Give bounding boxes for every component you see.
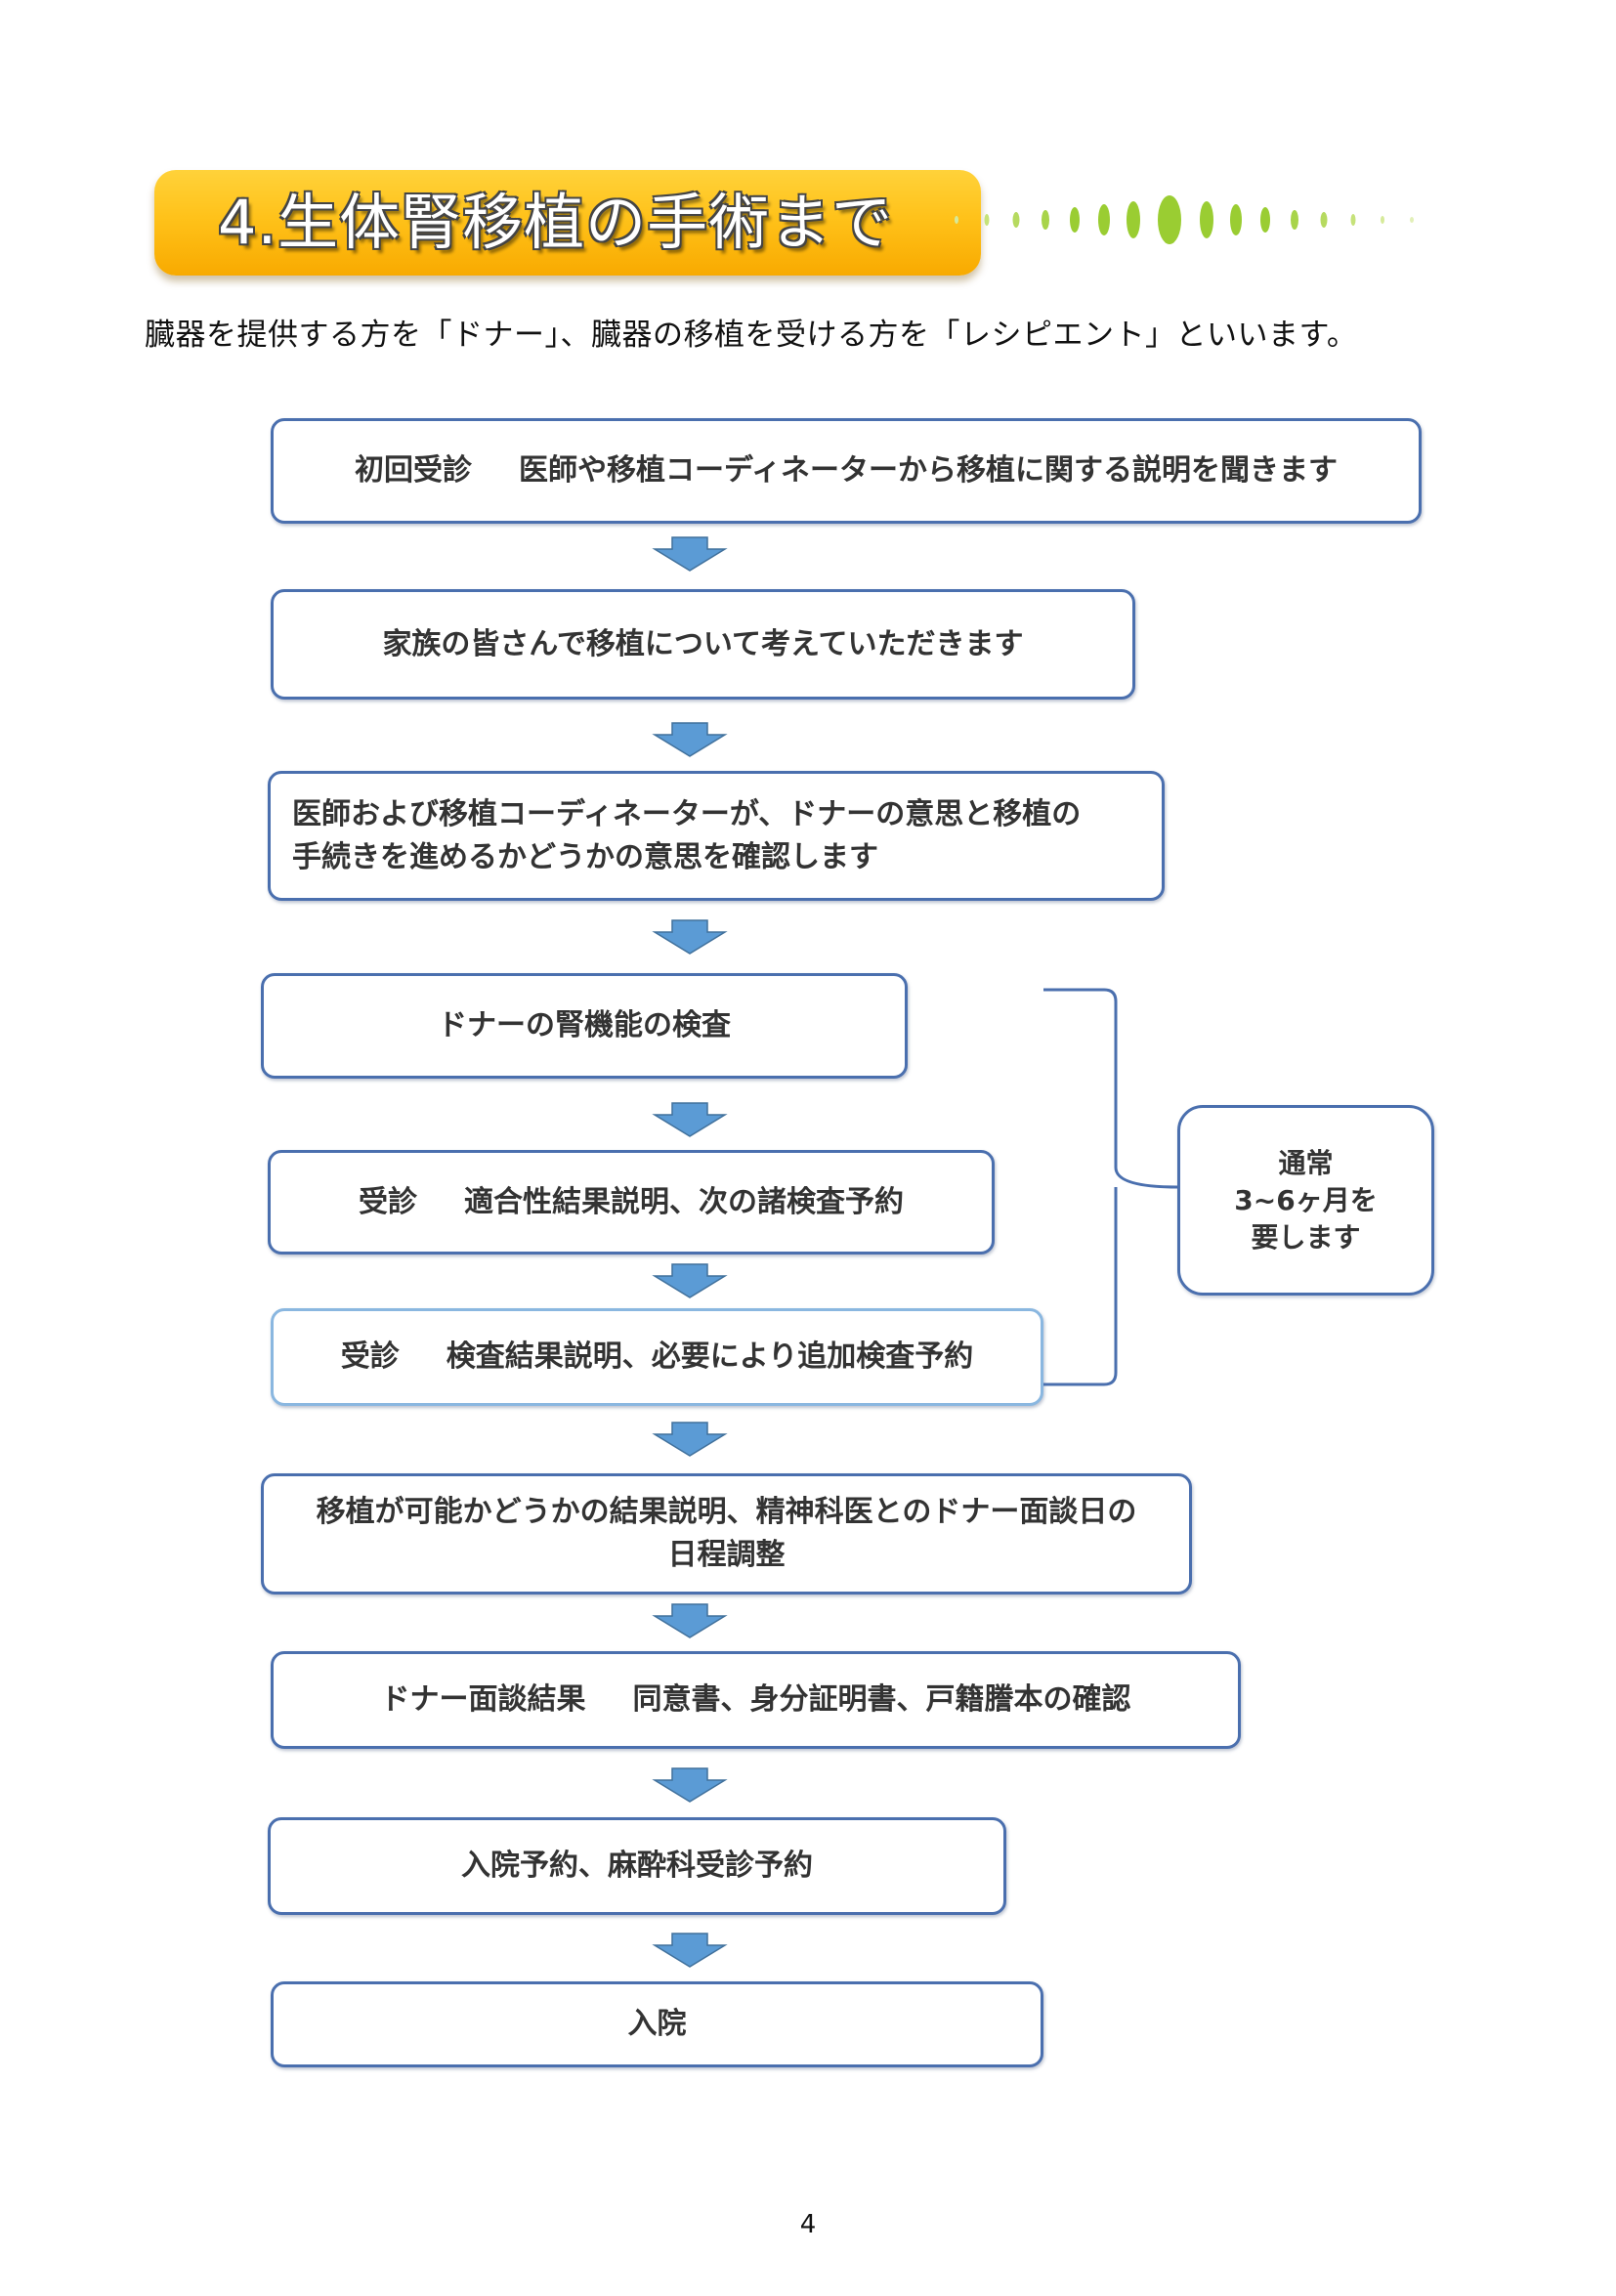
down-arrow-icon (652, 1422, 728, 1457)
down-arrow-icon (652, 1102, 728, 1137)
down-arrow-icon (652, 1603, 728, 1638)
note-line3: 要します (1251, 1220, 1361, 1254)
step-text: 家族の皆さんで移植について考えていただきます (382, 626, 1024, 661)
step-text-line2: 日程調整 (667, 1538, 786, 1572)
down-arrow-icon (652, 919, 728, 955)
step-text-line1: 医師および移植コーディネーターが、ドナーの意思と移植の (292, 796, 1082, 831)
down-arrow-icon (652, 722, 728, 757)
page-number: 4 (799, 2210, 817, 2239)
step-text: ドナーの腎機能の検査 (438, 1008, 731, 1042)
page-title: 4.生体腎移植の手術まで (218, 187, 894, 258)
step-interview-results: ドナー面談結果 同意書、身分証明書、戸籍謄本の確認 (271, 1651, 1241, 1749)
step-label: 初回受診 (355, 453, 473, 488)
duration-note: 通常 3~6ヶ月を 要します (1177, 1105, 1434, 1296)
step-admission: 入院 (271, 1981, 1043, 2067)
step-family-discussion: 家族の皆さんで移植について考えていただきます (271, 589, 1135, 700)
step-text-line1: 移植が可能かどうかの結果説明、精神科医とのドナー面談日の (316, 1495, 1137, 1529)
step-admission-booking: 入院予約、麻酔科受診予約 (268, 1817, 1006, 1915)
step-exam-results: 受診 検査結果説明、必要により追加検査予約 (271, 1308, 1043, 1406)
step-text: 同意書、身分証明書、戸籍謄本の確認 (632, 1682, 1131, 1717)
intro-text: 臓器を提供する方を「ドナー」、臓器の移植を受ける方を「レシピエント」といいます。 (145, 318, 1358, 353)
down-arrow-icon (652, 536, 728, 572)
step-label: 受診 (359, 1184, 417, 1219)
step-initial-visit: 初回受診 医師や移植コーディネーターから移植に関する説明を聞きます (271, 418, 1422, 524)
step-text: 入院予約、麻酔科受診予約 (461, 1849, 813, 1883)
decorative-dots (955, 195, 1414, 244)
down-arrow-icon (652, 1767, 728, 1803)
step-text-line2: 手続きを進めるかどうかの意思を確認します (292, 839, 878, 874)
step-label: 受診 (340, 1339, 400, 1374)
period-bracket (1043, 988, 1178, 1386)
step-compatibility-results: 受診 適合性結果説明、次の諸検査予約 (268, 1150, 995, 1254)
step-text: 検査結果説明、必要により追加検査予約 (446, 1339, 974, 1374)
down-arrow-icon (652, 1933, 728, 1968)
step-label: ドナー面談結果 (380, 1682, 586, 1717)
step-intent-confirmation: 医師および移植コーディネーターが、ドナーの意思と移植の 手続きを進めるかどうかの… (268, 771, 1165, 901)
step-donor-kidney-exam: ドナーの腎機能の検査 (261, 973, 908, 1079)
step-text: 入院 (627, 2007, 687, 2041)
title-banner: 4.生体腎移植の手術まで (154, 170, 981, 276)
step-feasibility-results: 移植が可能かどうかの結果説明、精神科医とのドナー面談日の 日程調整 (261, 1473, 1192, 1594)
note-line1: 通常 (1278, 1146, 1334, 1179)
step-text: 医師や移植コーディネーターから移植に関する説明を聞きます (519, 453, 1338, 488)
note-line2: 3~6ヶ月を (1234, 1183, 1378, 1216)
step-text: 適合性結果説明、次の諸検査予約 (464, 1184, 904, 1219)
down-arrow-icon (652, 1263, 728, 1298)
